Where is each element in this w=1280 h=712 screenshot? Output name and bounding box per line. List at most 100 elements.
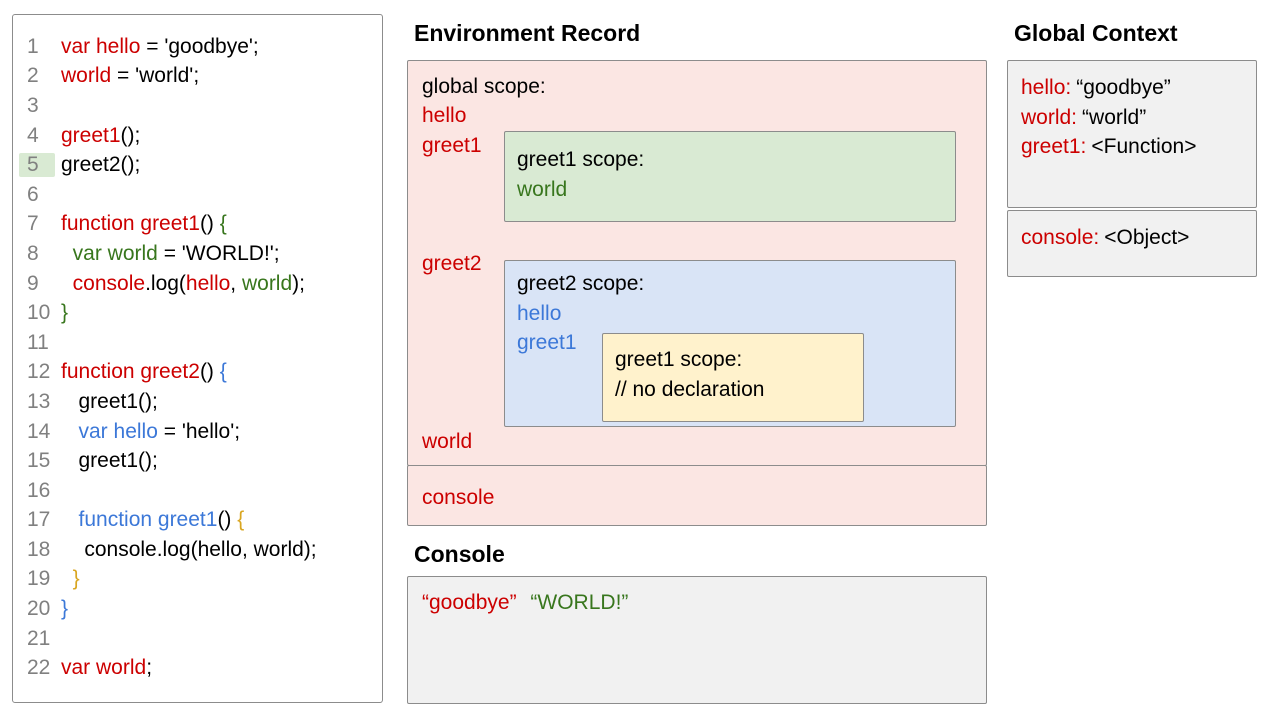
code-text: var world; [61, 656, 152, 680]
code-text: greet1(); [61, 124, 140, 148]
code-token: var world [61, 241, 158, 265]
code-token: = 'world'; [111, 64, 200, 88]
line-number: 10 [27, 301, 51, 325]
code-text: greet2(); [61, 153, 140, 177]
code-token: = 'WORLD!'; [157, 241, 280, 265]
console-title: Console [414, 541, 505, 567]
code-line: 1 var hello = 'goodbye'; [13, 32, 382, 62]
global-context-title: Global Context [1014, 20, 1178, 46]
code-token: { [219, 360, 227, 384]
gc-entry-hello: hello:“goodbye” [1021, 73, 1256, 103]
code-text: var world = 'WORLD!'; [61, 242, 280, 266]
code-token: () [199, 212, 220, 236]
code-text: console.log(hello, world); [61, 538, 316, 562]
code-token: = 'hello'; [157, 419, 241, 443]
code-token: } [61, 301, 69, 325]
code-text: } [61, 567, 80, 591]
greet1-scope-var-world: world [517, 177, 568, 201]
code-text: } [61, 597, 68, 621]
code-text: console.log(hello, world); [61, 272, 305, 296]
line-number: 18 [27, 537, 51, 561]
line-number: 7 [27, 212, 39, 236]
code-token: } [61, 597, 69, 621]
global-context-console-box: console:<Object> [1007, 210, 1257, 277]
greet2-scope-box: greet2 scope: hello greet1 greet1 scope:… [504, 260, 956, 427]
env-var-greet1: greet1 [422, 134, 482, 157]
line-number: 2 [27, 64, 39, 88]
code-text: greet1(); [61, 390, 158, 414]
code-line: 11 [13, 328, 382, 358]
code-token: greet1 [61, 123, 121, 147]
code-text: function greet1() { [61, 212, 227, 236]
line-number: 3 [27, 93, 39, 117]
gc-entry-name: console: [1021, 226, 1100, 249]
console-output-world: “WORLD!” [530, 591, 629, 614]
code-text: function greet1() { [61, 508, 245, 532]
code-line: 21 [13, 624, 382, 654]
code-token: { [219, 212, 227, 236]
line-number: 13 [27, 389, 51, 413]
greet2-scope-label: greet2 scope: [517, 272, 645, 295]
code-token: console [61, 271, 146, 295]
line-number: 12 [27, 360, 51, 384]
code-text: greet1(); [61, 449, 158, 473]
code-text: world = 'world'; [61, 64, 199, 88]
code-token: world [241, 271, 293, 295]
code-line: 8 var world = 'WORLD!'; [13, 239, 382, 269]
greet2-scope-var-greet1: greet1 [517, 331, 577, 355]
line-number: 8 [27, 241, 39, 265]
gc-entry-world: world:“world” [1021, 103, 1256, 133]
code-line: 10} [13, 298, 382, 328]
code-token: ); [292, 271, 305, 295]
code-token: (); [120, 123, 141, 147]
code-line: 14 var hello = 'hello'; [13, 417, 382, 447]
code-token: { [237, 508, 245, 532]
line-number: 9 [27, 271, 39, 295]
line-number: 19 [27, 567, 51, 591]
code-line: 4 greet1(); [13, 121, 382, 151]
code-line: 13 greet1(); [13, 387, 382, 417]
code-line: 9 console.log(hello, world); [13, 269, 382, 299]
code-line: 15 greet1(); [13, 446, 382, 476]
gc-entry-name: world: [1021, 105, 1078, 129]
code-line: 17 function greet1() { [13, 506, 382, 536]
line-number: 22 [27, 656, 51, 680]
console-output-box: “goodbye” “WORLD!” [407, 576, 987, 704]
env-var-world: world [422, 430, 473, 453]
code-line: 2 world = 'world'; [13, 62, 382, 92]
code-token: function greet1 [61, 508, 218, 532]
code-text: function greet2() { [61, 360, 227, 384]
line-number: 11 [27, 330, 49, 354]
greet1-scope-box: greet1 scope: world [504, 131, 956, 222]
code-token: ; [146, 656, 153, 680]
code-text: } [61, 301, 68, 325]
line-number: 4 [27, 123, 39, 147]
code-token: , [230, 271, 242, 295]
code-panel: 1 var hello = 'goodbye'; 2 world = 'world';… [12, 14, 383, 703]
greet2-scope-var-hello: hello [517, 301, 562, 325]
code-token: () [199, 360, 220, 384]
code-token: greet1(); [61, 449, 158, 473]
console-output-goodbye: “goodbye” [422, 591, 517, 614]
code-line: 18 console.log(hello, world); [13, 535, 382, 565]
line-number: 14 [27, 419, 51, 443]
inner-greet1-scope-box: greet1 scope: // no declaration [602, 333, 864, 422]
code-token: greet2(); [61, 153, 141, 177]
inner-greet1-scope-comment: // no declaration [615, 377, 765, 401]
gc-entry-value: “world” [1082, 105, 1147, 129]
code-token: var hello [61, 34, 141, 58]
code-token: function greet1 [61, 212, 200, 236]
code-line: 6 [13, 180, 382, 210]
code-text: var hello = 'hello'; [61, 419, 241, 444]
code-token: = 'goodbye'; [140, 34, 259, 58]
gc-entry-greet1: greet1:<Function> [1021, 132, 1256, 162]
global-context-variables-box: hello:“goodbye” world:“world” greet1:<Fu… [1007, 60, 1257, 208]
gc-entry-name: hello: [1021, 76, 1072, 99]
code-line: 3 [13, 91, 382, 121]
global-scope-label: global scope: [422, 75, 546, 98]
code-token: function greet2 [61, 360, 200, 384]
code-text: var hello = 'goodbye'; [61, 35, 259, 59]
code-line: 19 } [13, 565, 382, 595]
line-number: 1 [27, 34, 39, 58]
